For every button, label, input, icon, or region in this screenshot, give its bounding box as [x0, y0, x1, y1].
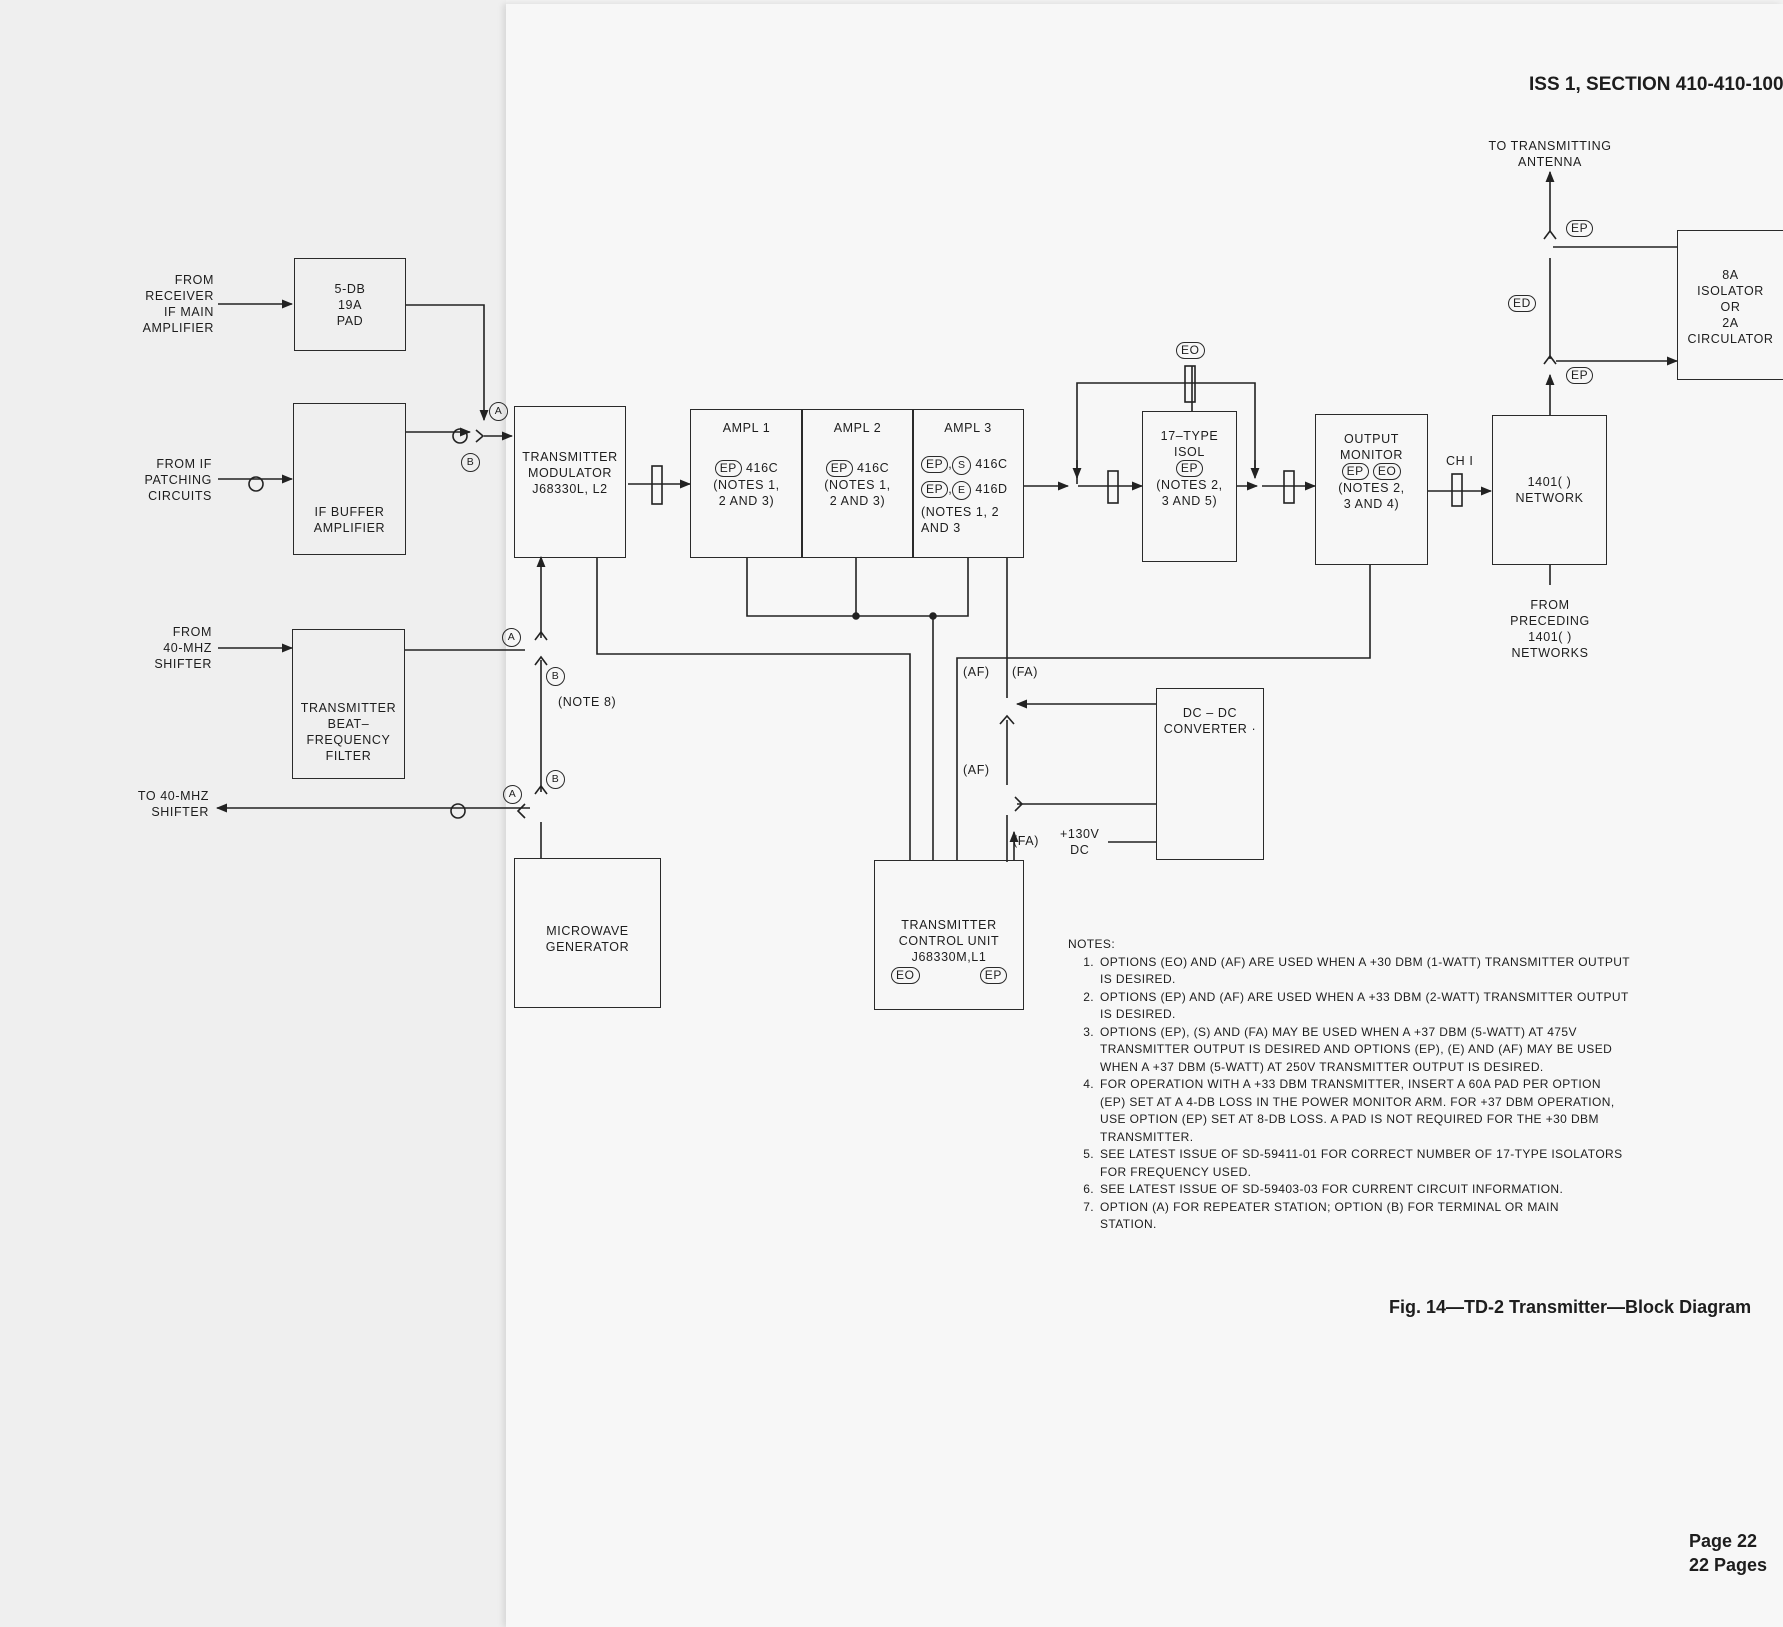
- waveguide-flange-5: [1451, 473, 1463, 507]
- note-line: WHEN A +37 DBM (5-WATT) AT 250V TRANSMIT…: [1100, 1059, 1544, 1074]
- note-text: OPTIONS (EO) AND (AF) ARE USED WHEN A +3…: [1100, 954, 1630, 989]
- wire-ampl-bus: [746, 558, 969, 617]
- amplifier-1-block: AMPL 1 EP 416C(NOTES 1,2 AND 3): [690, 409, 803, 558]
- waveguide-flange-3: [1184, 365, 1196, 403]
- option-ep-badge: EP: [825, 460, 853, 477]
- option-ep-marker: EP: [1566, 220, 1594, 237]
- waveguide-flange-1: [651, 465, 663, 505]
- option-ep-marker: EP: [1566, 367, 1594, 384]
- note-line: FOR FREQUENCY USED.: [1100, 1164, 1252, 1179]
- note-number: 3.: [1083, 1024, 1094, 1039]
- option-fa-label: (FA): [1013, 834, 1040, 848]
- notes-section: NOTES: 1. OPTIONS (EO) AND (AF) ARE USED …: [1068, 936, 1718, 1234]
- note-number: 6.: [1083, 1182, 1094, 1196]
- option-b-marker: B: [546, 667, 565, 686]
- option-fa-label: (FA): [1012, 665, 1039, 679]
- note-item: 2. OPTIONS (EP) AND (AF) ARE USED WHEN A …: [1068, 989, 1718, 1024]
- note-item: 1. OPTIONS (EO) AND (AF) ARE USED WHEN A …: [1068, 954, 1718, 989]
- wire-modulator-to-control: [596, 558, 911, 860]
- note-number: 2.: [1083, 989, 1094, 1004]
- option-b-marker: B: [546, 770, 565, 789]
- option-eo-marker: EO: [1176, 342, 1205, 359]
- option-ep-badge: EP: [714, 460, 742, 477]
- notes-heading: NOTES:: [1068, 937, 1116, 951]
- wire-monitor-to-control: [956, 565, 1371, 860]
- channel-label: CH I: [1446, 454, 1474, 468]
- note-line: FOR OPERATION WITH A +33 DBM TRANSMITTER…: [1100, 1077, 1601, 1091]
- option-a-marker: A: [503, 785, 522, 804]
- note-line: USE OPTION (EP) SET AT 8-DB LOSS. A PAD …: [1100, 1112, 1599, 1126]
- note-item: 4. FOR OPERATION WITH A +33 DBM TRANSMITT…: [1068, 1076, 1718, 1146]
- note-line: IS DESIRED.: [1100, 1007, 1176, 1021]
- note-number: 1.: [1083, 954, 1094, 969]
- waveguide-flange-2: [1107, 470, 1119, 504]
- note-line: SEE LATEST ISSUE OF SD-59403-03 FOR CURR…: [1100, 1182, 1564, 1196]
- coax-shifter-out: [450, 803, 466, 819]
- note-8-label: (NOTE 8): [558, 695, 617, 709]
- wire-pad-to-modulator: [406, 304, 489, 422]
- note-line: IS DESIRED.: [1100, 972, 1176, 986]
- note-item: 5. SEE LATEST ISSUE OF SD-59411-01 FOR CO…: [1068, 1146, 1718, 1181]
- left-page-fold: [0, 0, 506, 1627]
- note-text: SEE LATEST ISSUE OF SD-59411-01 FOR CORR…: [1100, 1146, 1623, 1181]
- note-line: OPTIONS (EP) AND (AF) ARE USED WHEN A +3…: [1100, 989, 1629, 1004]
- coax-buffer-out: [452, 428, 468, 444]
- page-count: 22 Pages: [1689, 1555, 1768, 1575]
- note-line: TRANSMITTER OUTPUT IS DESIRED AND OPTION…: [1100, 1042, 1613, 1056]
- option-af-label: (AF): [963, 763, 990, 777]
- option-a-marker: A: [489, 402, 508, 421]
- note-item: 6. SEE LATEST ISSUE OF SD-59403-03 FOR CU…: [1068, 1181, 1718, 1199]
- note-text: OPTIONS (EP) AND (AF) ARE USED WHEN A +3…: [1100, 989, 1629, 1024]
- note-line: OPTIONS (EP), (S) AND (FA) MAY BE USED W…: [1100, 1024, 1577, 1039]
- wire-isolator-bypass: [1076, 382, 1256, 484]
- note-item: 3. OPTIONS (EP), (S) AND (FA) MAY BE USED…: [1068, 1024, 1718, 1077]
- note-line: OPTIONS (EO) AND (AF) ARE USED WHEN A +3…: [1100, 954, 1631, 969]
- note-text: FOR OPERATION WITH A +33 DBM TRANSMITTER…: [1100, 1076, 1615, 1146]
- note-number: 7.: [1083, 1199, 1094, 1214]
- note-line: TRANSMITTER.: [1100, 1129, 1194, 1144]
- section-header: ISS 1, SECTION 410-410-100: [1529, 74, 1783, 95]
- waveguide-flange-4: [1283, 470, 1295, 504]
- note-text: OPTION (A) FOR REPEATER STATION; OPTION …: [1100, 1199, 1559, 1234]
- option-a-marker: A: [502, 628, 521, 647]
- coax-patching: [248, 476, 264, 492]
- note-line: STATION.: [1100, 1217, 1157, 1231]
- network-1401-block: 1401( )NETWORK: [1492, 415, 1607, 565]
- note-number: 4.: [1083, 1077, 1094, 1091]
- note-text: SEE LATEST ISSUE OF SD-59403-03 FOR CURR…: [1100, 1181, 1563, 1199]
- page-number: Page 22: [1689, 1531, 1758, 1551]
- note-line: (EP) SET AT A 4-DB LOSS IN THE POWER MON…: [1100, 1094, 1615, 1109]
- option-ed-marker: ED: [1508, 295, 1536, 312]
- option-af-label: (AF): [963, 665, 990, 679]
- note-number: 5.: [1083, 1147, 1094, 1161]
- note-line: SEE LATEST ISSUE OF SD-59411-01 FOR CORR…: [1100, 1147, 1623, 1161]
- note-line: OPTION (A) FOR REPEATER STATION; OPTION …: [1100, 1199, 1559, 1214]
- note-item: 7. OPTION (A) FOR REPEATER STATION; OPTIO…: [1068, 1199, 1718, 1234]
- option-b-marker: B: [461, 453, 480, 472]
- figure-caption: Fig. 14—TD-2 Transmitter—Block Diagram: [1389, 1297, 1752, 1317]
- amplifier-2-block: AMPL 2 EP 416C(NOTES 1,2 AND 3): [801, 409, 914, 558]
- right-page-fold: [506, 4, 1783, 1627]
- note-text: OPTIONS (EP), (S) AND (FA) MAY BE USED W…: [1100, 1024, 1612, 1077]
